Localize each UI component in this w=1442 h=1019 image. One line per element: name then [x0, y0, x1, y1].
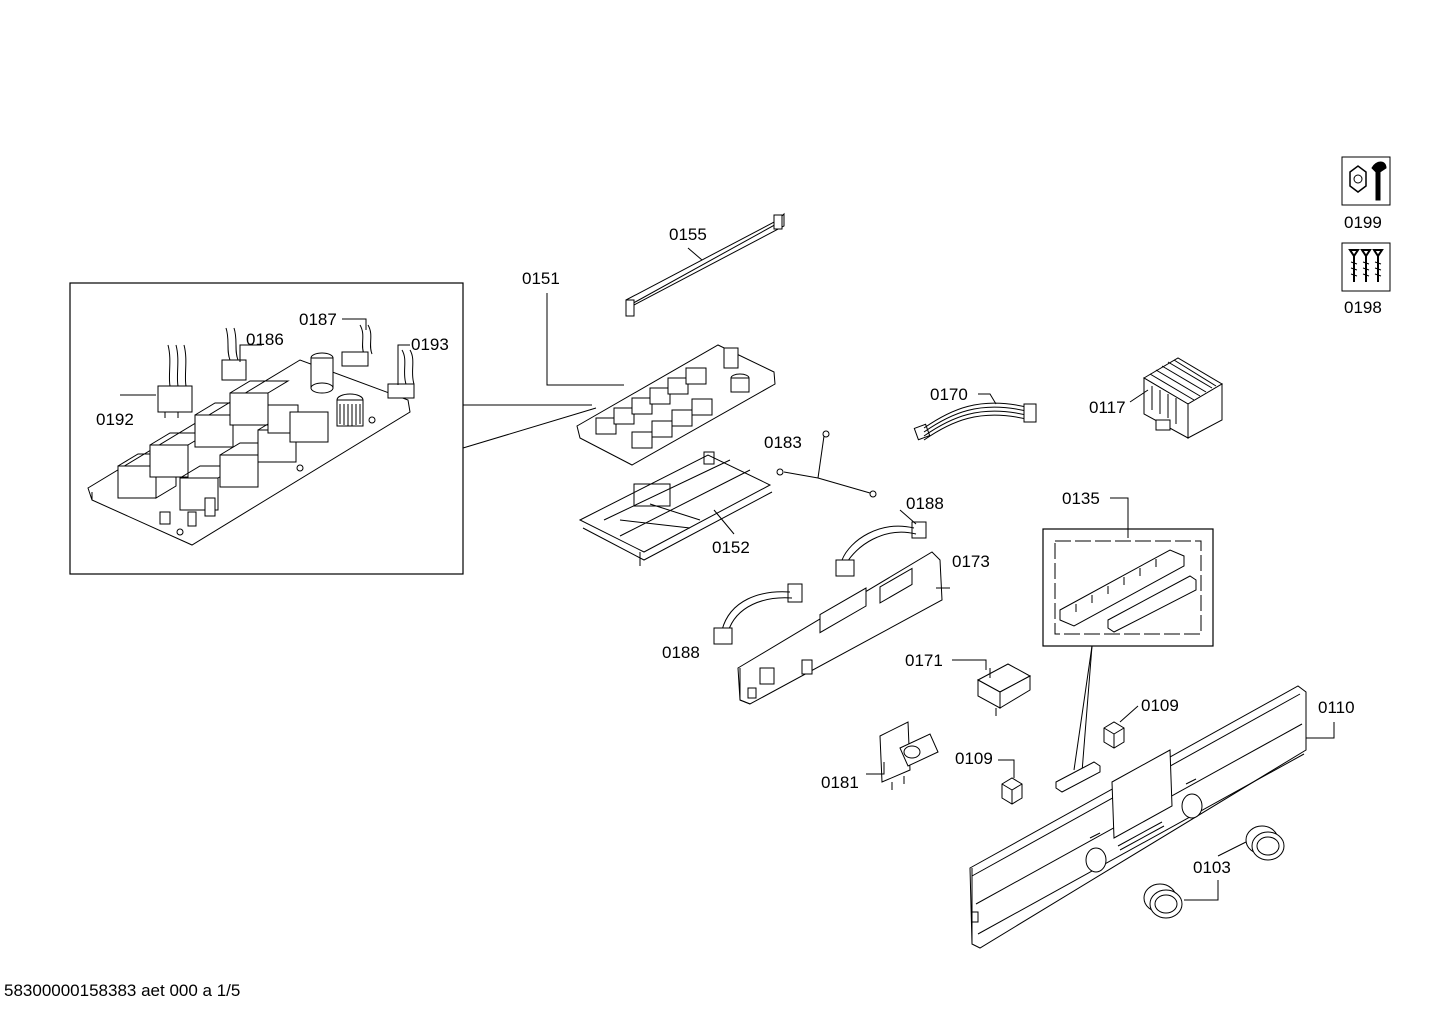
label-0188-upper: 0188 — [906, 494, 944, 513]
detail-frame-0135-inner — [1054, 540, 1202, 635]
label-0187: 0187 — [299, 310, 337, 329]
leader-0181 — [866, 762, 885, 775]
leader-0155 — [687, 247, 703, 261]
label-0186: 0186 — [246, 330, 284, 349]
label-0188-lower: 0188 — [662, 643, 700, 662]
label-0109-upper: 0109 — [1141, 696, 1179, 715]
harness-0188-upper — [836, 522, 926, 576]
label-0193: 0193 — [411, 335, 449, 354]
label-0183: 0183 — [764, 433, 802, 452]
enlarged-pcb — [88, 353, 410, 545]
sensor-0183 — [777, 431, 876, 497]
label-0171: 0171 — [905, 651, 943, 670]
leader-0151 — [546, 293, 624, 386]
connector-0192-drawing — [157, 344, 193, 418]
switch-0171 — [978, 664, 1030, 716]
callout-0135-b — [1081, 645, 1093, 773]
callout-0135-a — [1073, 645, 1093, 771]
frame-0152 — [580, 452, 772, 566]
label-0181: 0181 — [821, 773, 859, 792]
leader-0170 — [978, 393, 997, 405]
label-0117: 0117 — [1089, 398, 1126, 417]
fascia-panel-0110 — [970, 686, 1306, 948]
label-0192: 0192 — [96, 410, 134, 429]
heatsink-0117 — [1144, 358, 1222, 438]
leader-0109-lower — [998, 759, 1015, 778]
detail-frame — [69, 282, 464, 575]
label-0198: 0198 — [1344, 298, 1382, 317]
leader-0187 — [342, 318, 367, 330]
label-0173: 0173 — [952, 552, 990, 571]
label-0199: 0199 — [1344, 213, 1382, 232]
detail-callout-line-2 — [462, 407, 597, 449]
leader-0110 — [1306, 722, 1335, 739]
leader-0188-upper — [899, 509, 917, 525]
leader-0186 — [239, 344, 262, 362]
harness-0188-lower — [714, 584, 802, 644]
screws-icon — [1341, 242, 1391, 292]
connector-0186-drawing — [221, 327, 247, 381]
clip-0109-lower — [1002, 778, 1022, 804]
button-strip-0135 — [1060, 550, 1196, 632]
leader-0117 — [1129, 389, 1149, 403]
label-0110: 0110 — [1318, 698, 1355, 717]
leader-0103 — [1184, 880, 1219, 901]
leader-0152 — [713, 509, 735, 535]
connector-0187-drawing — [341, 324, 373, 367]
leader-0109-upper — [1119, 705, 1139, 723]
bracket-0181 — [880, 722, 938, 790]
pcb-0151 — [577, 345, 775, 465]
cable-0170 — [914, 403, 1036, 440]
clip-0109-upper — [1104, 722, 1124, 748]
leader-0103-b — [1217, 841, 1247, 857]
wrench-nut-icon — [1341, 156, 1391, 206]
knob-0103-b — [1246, 826, 1284, 860]
leader-0193 — [397, 344, 410, 385]
label-0109-lower: 0109 — [955, 749, 993, 768]
rail-0155 — [626, 214, 784, 316]
label-0170: 0170 — [930, 385, 968, 404]
label-0103: 0103 — [1193, 858, 1231, 877]
label-0152: 0152 — [712, 538, 750, 557]
drawing-code: 58300000158383 aet 000 a 1/5 — [4, 981, 241, 1000]
button-strip-0135-small — [1056, 762, 1100, 792]
knob-0103-a — [1144, 884, 1182, 918]
label-0135: 0135 — [1062, 489, 1100, 508]
label-0151: 0151 — [522, 269, 560, 288]
label-0155: 0155 — [669, 225, 707, 244]
leader-0171 — [952, 659, 987, 670]
panel-board-0173 — [738, 552, 942, 704]
leader-0135 — [1110, 497, 1129, 538]
connector-0193-drawing — [387, 349, 415, 399]
